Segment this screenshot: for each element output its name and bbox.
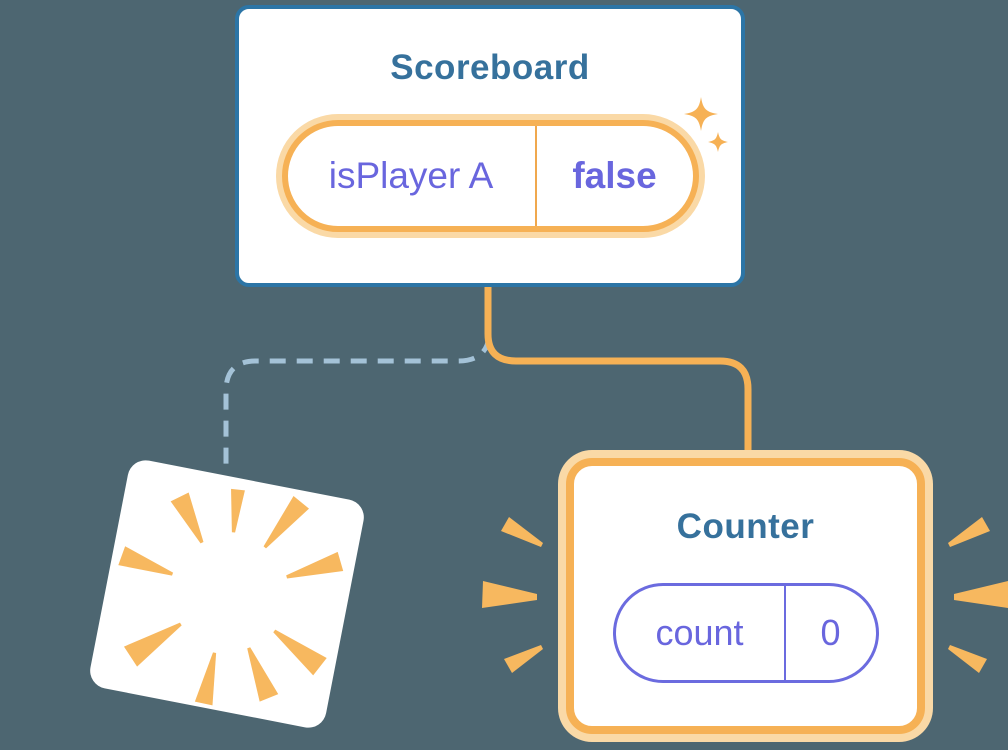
sparkles-icon — [684, 97, 728, 152]
pill-divider — [783, 586, 786, 680]
scoreboard-card: Scoreboard isPlayer A false — [235, 5, 745, 287]
counter-title: Counter — [676, 507, 815, 546]
burst-rays-icon — [118, 488, 344, 706]
scoreboard-title: Scoreboard — [390, 48, 590, 87]
emphasis-rays-left-icon — [482, 517, 543, 673]
state-value: 0 — [820, 612, 841, 653]
solid-connector-line — [484, 287, 752, 455]
emphasis-rays-right-icon — [948, 517, 1008, 673]
removed-component-card — [87, 457, 367, 731]
counter-card: Counter count 0 — [566, 458, 925, 734]
counter-state-pill: count 0 — [612, 583, 879, 683]
dashed-connector-line — [223, 336, 492, 466]
pill-divider — [534, 126, 537, 226]
state-name: isPlayer A — [328, 155, 494, 196]
state-value: false — [572, 155, 657, 196]
scoreboard-state-pill: isPlayer A false — [275, 114, 705, 238]
state-name: count — [655, 612, 744, 653]
